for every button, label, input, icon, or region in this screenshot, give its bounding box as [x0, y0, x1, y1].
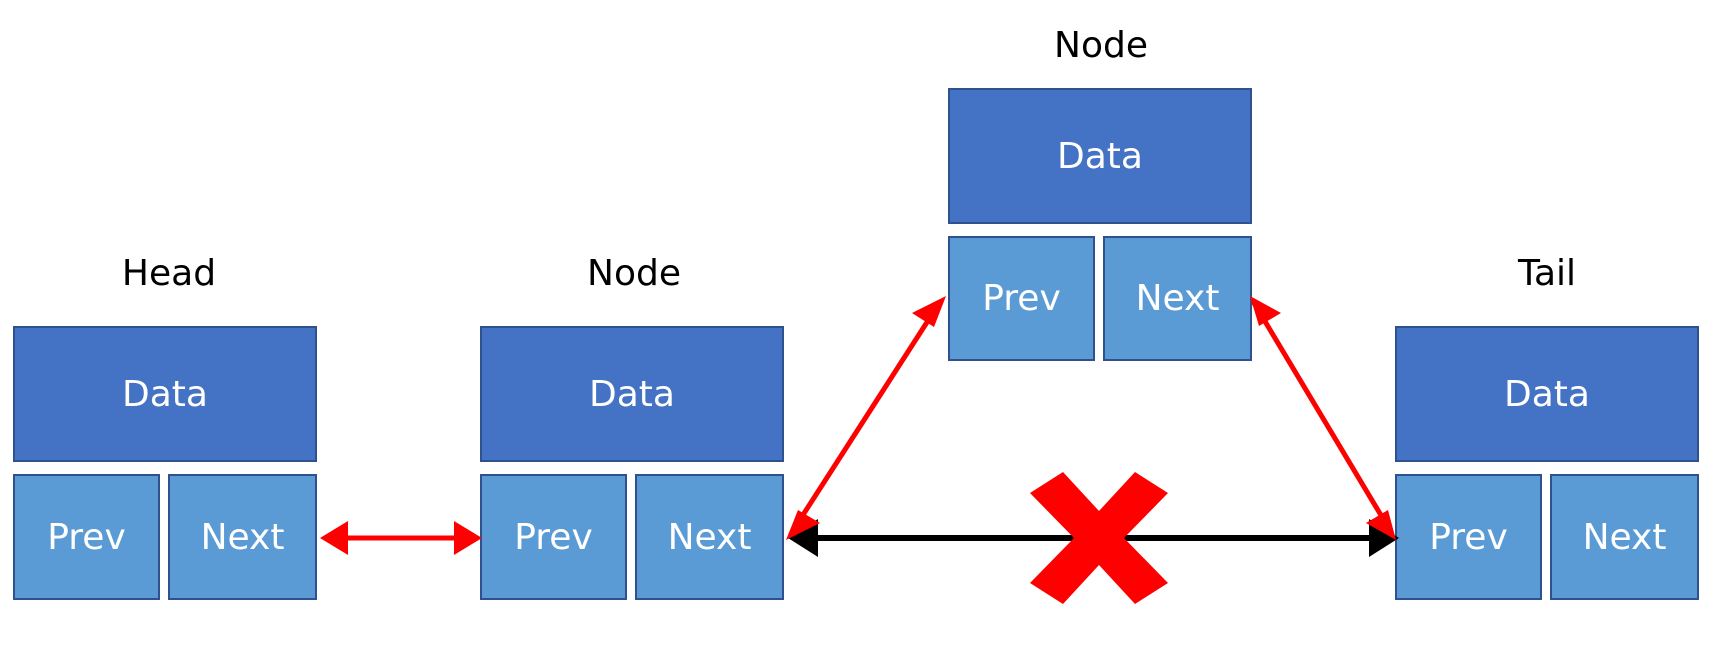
head-node1-right-arrowhead — [454, 521, 482, 555]
node2-next-cell: Next — [1103, 236, 1252, 361]
tail-node: Data Prev Next — [1395, 326, 1699, 600]
node2-prev-cell: Prev — [948, 236, 1095, 361]
head-prev-cell: Prev — [13, 474, 160, 600]
node1: Data Prev Next — [480, 326, 784, 600]
head-data-cell: Data — [13, 326, 317, 462]
node2: Data Prev Next — [948, 88, 1252, 361]
node2-title: Node — [1054, 25, 1148, 66]
tail-data-cell: Data — [1395, 326, 1699, 462]
node2-tail-link — [1251, 300, 1394, 535]
tail-title: Tail — [1517, 253, 1577, 294]
node1-node2-link — [789, 299, 943, 535]
node1-title: Node — [587, 253, 681, 294]
node2-tail-lower-arrowhead — [1366, 510, 1396, 540]
node1-node2-upper-arrowhead — [912, 296, 946, 327]
node1-node2-lower-arrowhead — [786, 510, 820, 540]
old-link-left-arrowhead — [788, 519, 818, 557]
head-title: Head — [121, 253, 217, 294]
tail-prev-cell: Prev — [1395, 474, 1542, 600]
node1-prev-cell: Prev — [480, 474, 627, 600]
x-mark-icon — [1030, 472, 1168, 604]
node2-tail-upper-arrowhead — [1250, 296, 1281, 326]
head-next-cell: Next — [168, 474, 317, 600]
node1-data-cell: Data — [480, 326, 784, 462]
node1-next-cell: Next — [635, 474, 784, 600]
head-node: Data Prev Next — [13, 326, 317, 600]
tail-next-cell: Next — [1550, 474, 1699, 600]
head-node1-left-arrowhead — [320, 521, 348, 555]
node2-data-cell: Data — [948, 88, 1252, 224]
